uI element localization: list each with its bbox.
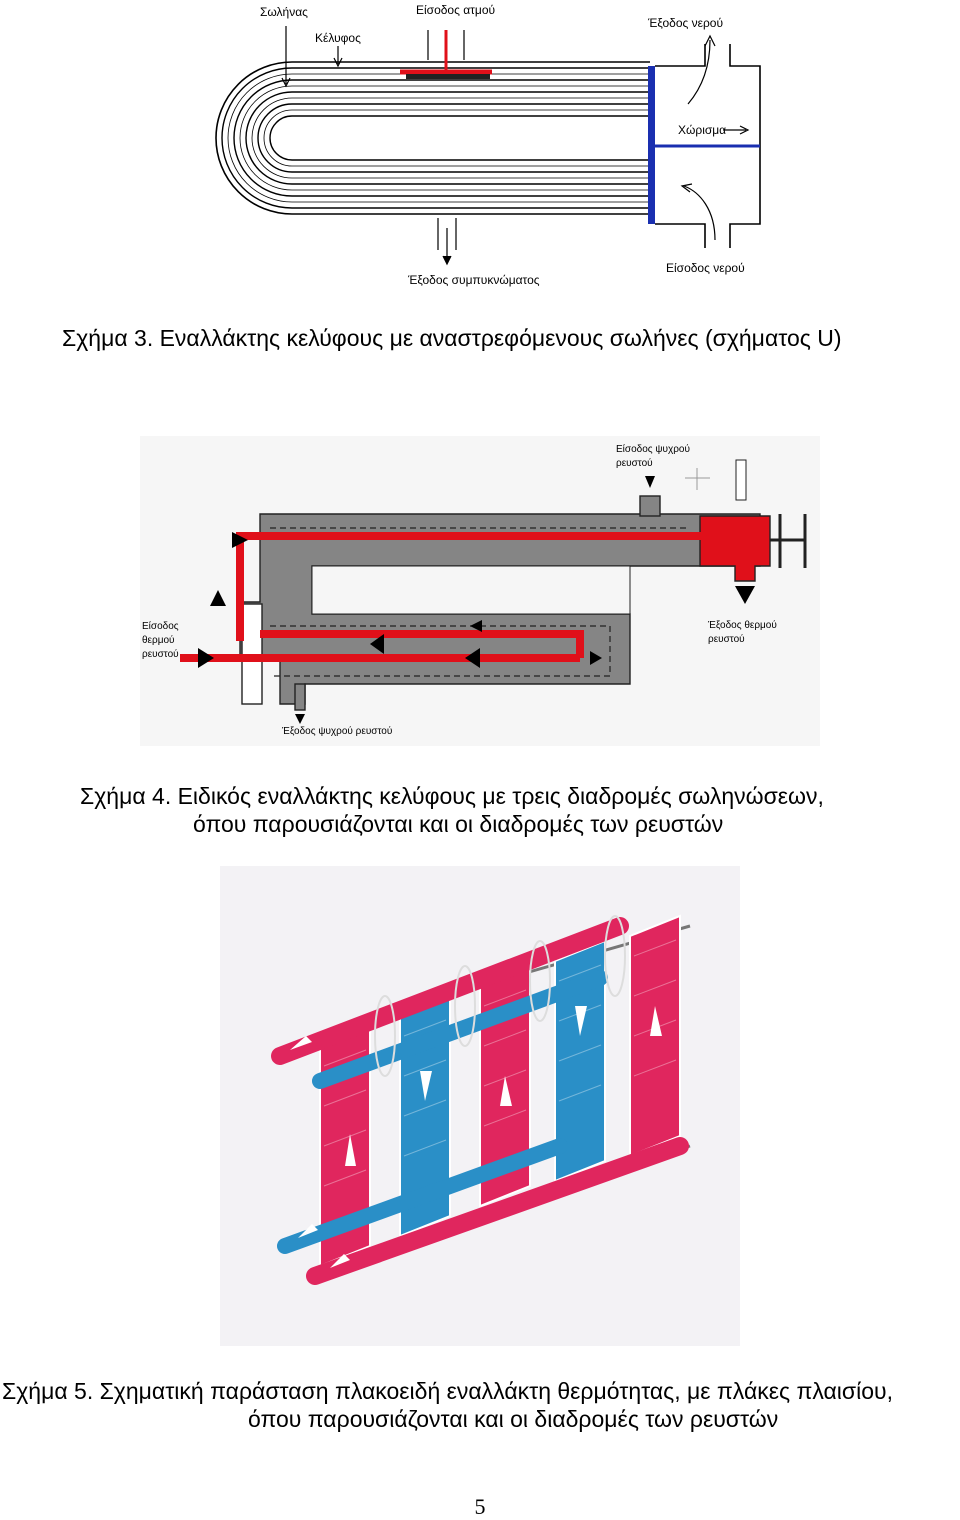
shell	[215, 61, 650, 215]
label-shell: Κέλυφος	[315, 31, 361, 45]
right-flange	[770, 514, 807, 568]
label-hot-in-3: ρευστού	[142, 648, 179, 660]
figure-4-three-pass-exchanger: Είσοδος ψυχρού ρευστού Είσοδος θερμού ρε…	[140, 436, 820, 746]
label-hot-out-2: ρευστού	[708, 633, 745, 645]
condensate-outlet-nozzle	[437, 218, 457, 266]
steam-inlet-nozzle	[400, 30, 492, 79]
u-tubes	[221, 67, 650, 209]
hot-pipe-bottom	[306, 1137, 689, 1285]
page-number: 5	[474, 1494, 486, 1519]
figure-4-caption-line-1: Σχήμα 4. Ειδικός εναλλάκτης κελύφους με …	[80, 783, 824, 809]
label-cold-out: Έξοδος ψυχρού ρευστού	[281, 725, 392, 737]
label-hot-in-1: Είσοδος	[142, 620, 179, 632]
thermometer	[735, 459, 747, 501]
figure-5-plate-heat-exchanger	[220, 866, 740, 1346]
baffle-dashes	[270, 527, 690, 677]
cold-pipe-top	[312, 970, 608, 1089]
frame-hangers	[374, 915, 626, 1077]
label-steam-in: Είσοδος ατμού	[416, 3, 495, 17]
label-condensate-out: Έξοδος συμπυκνώματος	[407, 273, 540, 287]
pipes	[271, 917, 689, 1285]
tube-sheet	[648, 66, 655, 224]
label-tube: Σωλήνας	[260, 5, 308, 19]
figure-3-caption: Σχήμα 3. Εναλλάκτης κελύφους με αναστρεφ…	[62, 325, 842, 351]
flow-arrows	[198, 476, 755, 724]
flow-arrows	[290, 1006, 662, 1268]
flow-arrows	[281, 26, 750, 241]
figure-5-caption-line-1: Σχήμα 5. Σχηματική παράσταση πλακοειδή ε…	[2, 1378, 893, 1404]
label-water-out: Έξοδος νερού	[647, 16, 723, 30]
figure-3-u-tube-exchanger: Σωλήνας Κέλυφος Είσοδος ατμού Έξοδος νερ…	[215, 3, 761, 287]
figure-5-caption-line-2: όπου παρουσιάζονται και οι διαδρομές των…	[248, 1406, 779, 1432]
hot-pipe-top	[271, 917, 629, 1065]
label-hot-in-2: θερμού	[142, 634, 175, 646]
figure-4-caption-line-2: όπου παρουσιάζονται και οι διαδρομές των…	[193, 811, 724, 837]
label-water-in: Είσοδος νερού	[666, 261, 745, 275]
label-cold-in-2: ρευστού	[616, 457, 653, 469]
label-partition: Χώρισμα	[678, 123, 726, 137]
cold-pipe-bottom	[277, 1138, 568, 1254]
label-cold-in-1: Είσοδος ψυχρού	[616, 443, 690, 455]
label-hot-out-1: Έξοδος θερμού	[707, 619, 777, 631]
